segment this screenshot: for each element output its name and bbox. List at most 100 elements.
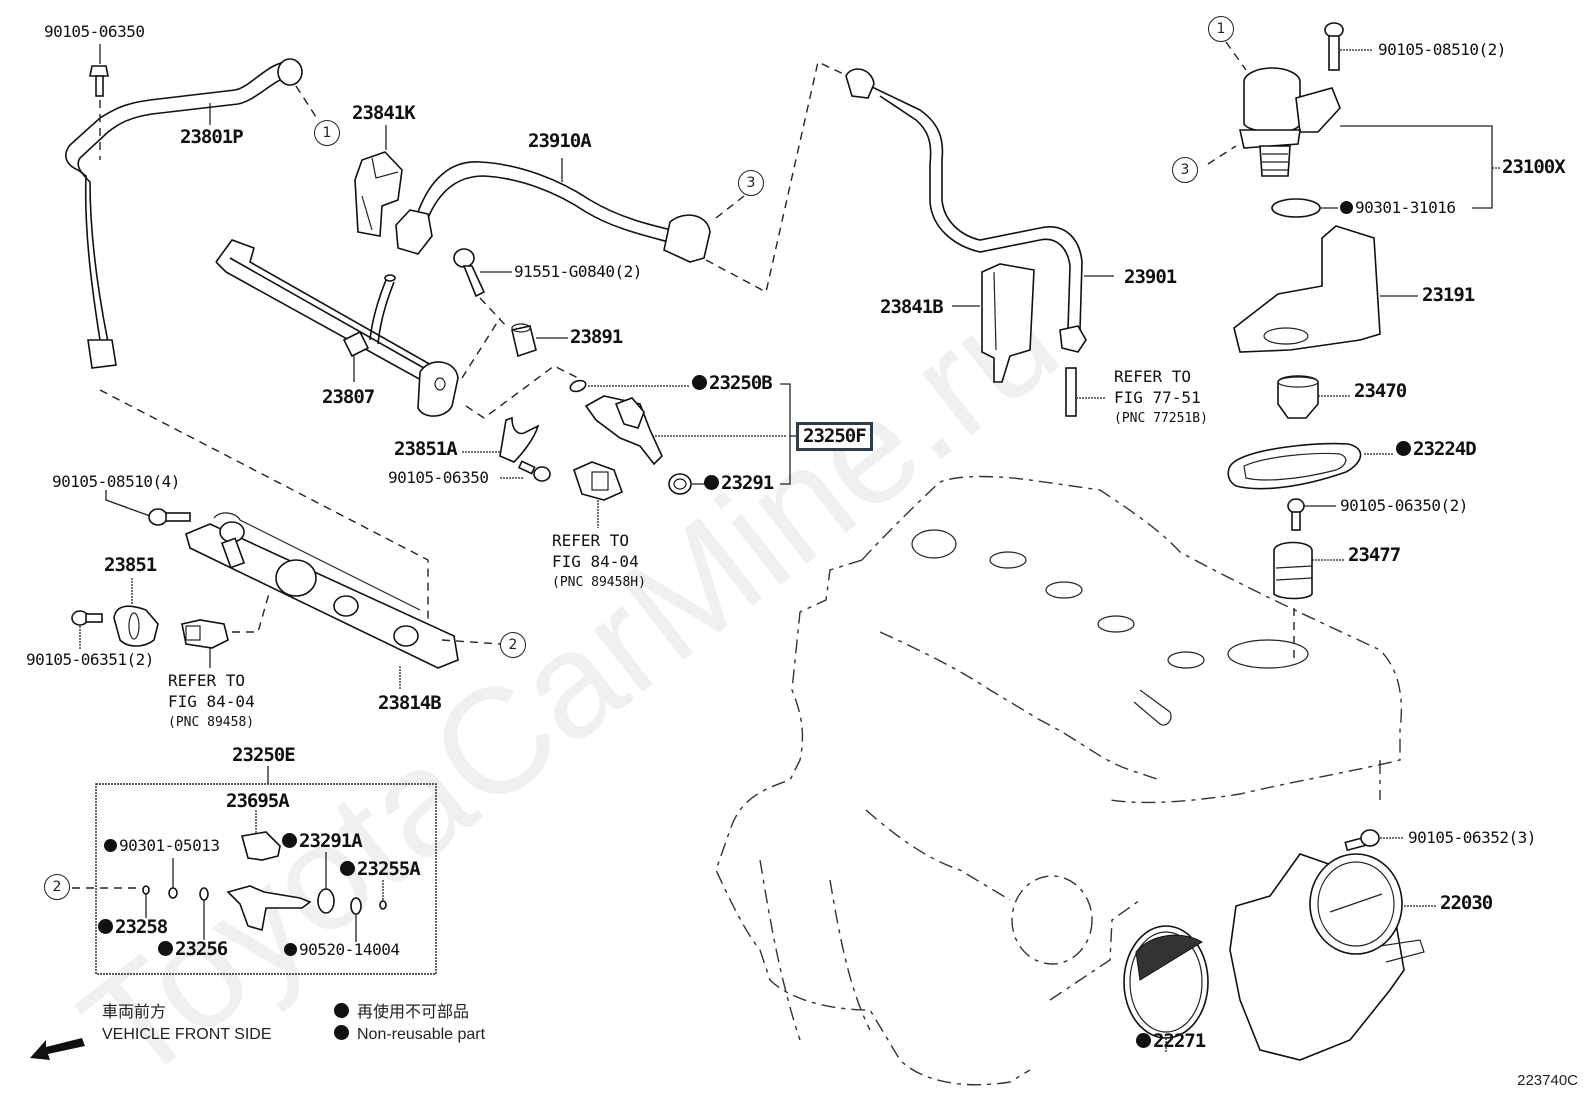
legend-vehicle-front: 車両前方 VEHICLE FRONT SIDE	[102, 1002, 272, 1046]
part-label-23250b[interactable]: 23250B	[692, 374, 773, 393]
callout-1-pump[interactable]: 1	[1208, 16, 1234, 42]
part-label-23256[interactable]: 23256	[158, 938, 228, 960]
lifter-23477[interactable]	[1273, 541, 1313, 600]
part-label-90105-06351[interactable]: 90105-06351(2)	[26, 650, 154, 669]
sensor-89458[interactable]	[181, 619, 229, 649]
bolt-90105-06350-mid[interactable]	[517, 460, 551, 482]
bolt-90105-06352[interactable]	[1344, 829, 1380, 852]
fuel-pipe-23901[interactable]	[845, 68, 1087, 353]
part-label-23224d[interactable]: 23224D	[1396, 438, 1477, 460]
delivery-pipe-23807[interactable]	[215, 239, 459, 417]
part-label-23801p[interactable]: 23801P	[180, 126, 244, 148]
callout-3[interactable]: 3	[738, 170, 764, 196]
callout-1[interactable]: 1	[314, 120, 340, 146]
part-label-23901[interactable]: 23901	[1124, 266, 1177, 288]
injector-kit[interactable]	[226, 885, 312, 932]
sensor-89458h[interactable]	[573, 461, 624, 501]
part-label-22271[interactable]: 22271	[1136, 1030, 1206, 1052]
part-number: 90301-05013	[119, 836, 220, 855]
connector-23841k[interactable]	[354, 151, 403, 237]
vehicle-front-arrow-icon	[30, 1038, 85, 1060]
part-label-90520-14004[interactable]: 90520-14004	[284, 940, 400, 959]
part-label-90105-06350[interactable]: 90105-06350	[44, 22, 145, 41]
part-number: 23258	[115, 916, 168, 938]
part-number: 22271	[1153, 1030, 1206, 1052]
non-reusable-dot-icon	[1396, 441, 1411, 456]
part-label-23814b[interactable]: 23814B	[378, 692, 442, 714]
tube-77251b[interactable]	[1065, 367, 1077, 417]
fuel-pipe-23801p[interactable]	[65, 58, 303, 369]
legend-front-jp: 車両前方	[102, 1004, 167, 1021]
bolt-90105-06350-top[interactable]	[89, 65, 109, 97]
o-ring-90301-31016[interactable]	[1271, 198, 1321, 218]
callout-2-kit[interactable]: 2	[44, 874, 70, 900]
part-label-23191[interactable]: 23191	[1422, 284, 1475, 306]
part-label-91551-g0840[interactable]: 91551-G0840(2)	[514, 262, 642, 281]
bolt-90105-06350-2[interactable]	[1287, 498, 1305, 531]
part-label-90301-05013[interactable]: 90301-05013	[104, 836, 220, 855]
part-number: 90520-14004	[299, 940, 400, 959]
ref-pnc: (PNC 77251B)	[1114, 411, 1208, 426]
spacer-23891[interactable]	[511, 323, 537, 358]
reference-note-fig-84-04-89458: REFER TO FIG 84-04 (PNC 89458)	[168, 670, 255, 733]
part-label-23807[interactable]: 23807	[322, 386, 375, 408]
part-number: 23224D	[1413, 438, 1477, 460]
bracket-23191[interactable]	[1233, 225, 1381, 353]
insulator-23470[interactable]	[1277, 375, 1319, 419]
part-label-22030[interactable]: 22030	[1440, 892, 1493, 914]
o-ring-23250b[interactable]	[569, 379, 587, 394]
fuel-pump-23100x[interactable]	[1239, 67, 1341, 177]
part-label-23851a[interactable]: 23851A	[394, 438, 458, 460]
part-label-23477[interactable]: 23477	[1348, 544, 1401, 566]
part-label-90105-06350-2[interactable]: 90105-06350(2)	[1340, 496, 1468, 515]
engine-outline	[715, 475, 1403, 1086]
part-label-23695a[interactable]: 23695A	[226, 790, 290, 812]
part-label-23250f-highlighted[interactable]: 23250F	[796, 422, 873, 451]
part-label-23255a[interactable]: 23255A	[340, 858, 421, 880]
part-number: 23255A	[357, 858, 421, 880]
part-label-23910a[interactable]: 23910A	[528, 130, 592, 152]
connector-23841b[interactable]	[981, 263, 1035, 383]
part-label-90105-06350-mid[interactable]: 90105-06350	[388, 468, 489, 487]
seal-23291[interactable]	[668, 473, 692, 495]
part-label-23470[interactable]: 23470	[1354, 380, 1407, 402]
part-label-23841b[interactable]: 23841B	[880, 296, 944, 318]
fuel-pipe-23910a[interactable]	[395, 161, 711, 263]
ref-line: REFER TO	[1114, 367, 1192, 386]
clip-23695a[interactable]	[240, 831, 281, 861]
part-label-90105-08510-2[interactable]: 90105-08510(2)	[1378, 40, 1506, 59]
part-label-23291a[interactable]: 23291A	[282, 832, 363, 851]
part-label-90105-08510-4[interactable]: 90105-08510(4)	[52, 472, 180, 491]
non-reusable-dot-icon	[284, 943, 297, 956]
part-label-90105-06352[interactable]: 90105-06352(3)	[1408, 828, 1536, 847]
non-reusable-dot-icon	[334, 1003, 349, 1018]
ref-line: REFER TO	[552, 531, 630, 550]
part-label-23250e[interactable]: 23250E	[232, 744, 296, 766]
bolt-91551-g0840[interactable]	[453, 248, 486, 298]
non-reusable-dot-icon	[334, 1025, 349, 1040]
bolt-90105-08510-4[interactable]	[148, 508, 191, 526]
throttle-body-22030[interactable]	[1229, 853, 1425, 1061]
non-reusable-dot-icon	[1136, 1033, 1151, 1048]
bracket-23851a[interactable]	[499, 416, 540, 463]
part-label-23851[interactable]: 23851	[104, 554, 157, 576]
part-label-23258[interactable]: 23258	[98, 916, 168, 938]
ref-pnc: (PNC 89458)	[168, 715, 255, 730]
callout-2[interactable]: 2	[500, 632, 526, 658]
legend-non-reusable: 再使用不可部品 Non-reusable part	[334, 1002, 485, 1046]
legend-front-en: VEHICLE FRONT SIDE	[102, 1026, 272, 1043]
bolt-90105-06351[interactable]	[71, 610, 103, 626]
fuel-rail-23814b[interactable]	[185, 512, 459, 669]
part-label-90301-31016[interactable]: 90301-31016	[1340, 200, 1456, 216]
part-number: 23256	[175, 938, 228, 960]
bolt-90105-08510-2[interactable]	[1324, 22, 1344, 71]
gasket-22271[interactable]	[1123, 925, 1209, 1039]
part-label-23291[interactable]: 23291	[704, 474, 774, 493]
part-label-23841k[interactable]: 23841K	[352, 102, 416, 124]
part-label-23891[interactable]: 23891	[570, 326, 623, 348]
callout-3-pump[interactable]: 3	[1172, 157, 1198, 183]
injector-23250f[interactable]	[584, 395, 663, 466]
part-label-23100x[interactable]: 23100X	[1502, 156, 1566, 178]
cover-23851[interactable]	[113, 605, 159, 647]
gasket-23224d[interactable]	[1227, 442, 1362, 490]
